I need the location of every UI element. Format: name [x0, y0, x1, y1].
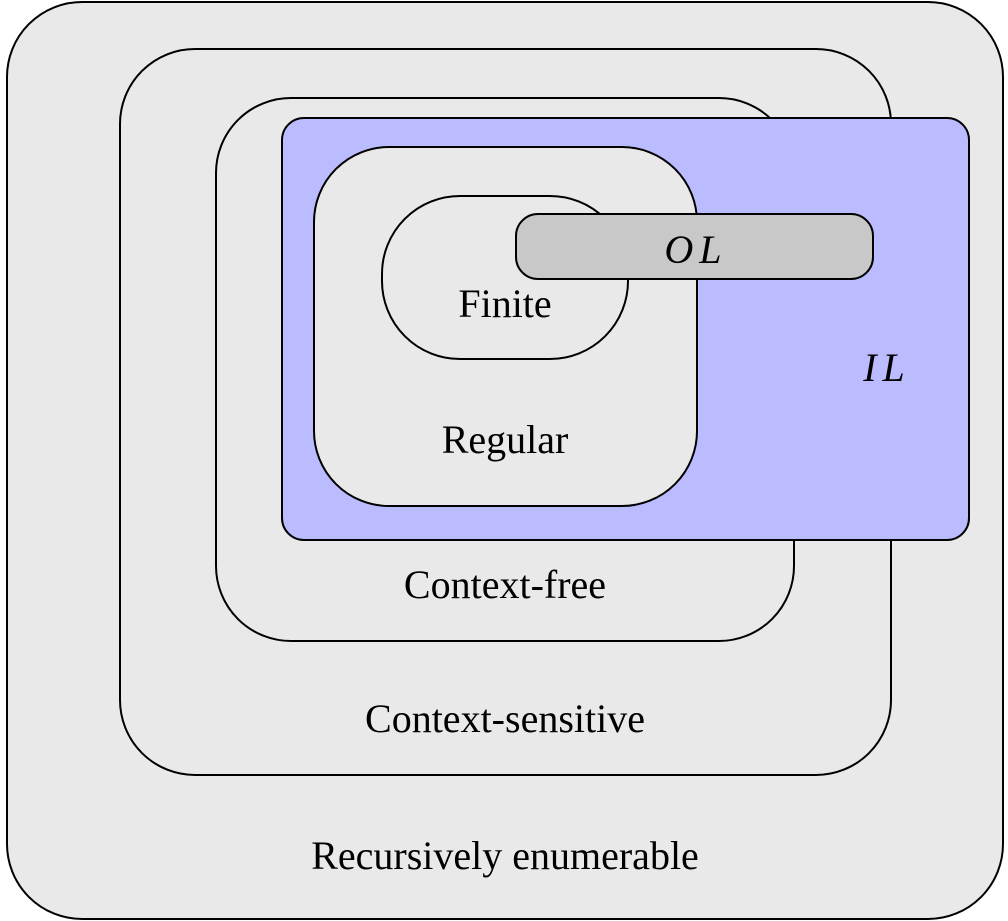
context-free-label: Context-free	[404, 562, 606, 607]
context-sensitive-label: Context-sensitive	[365, 696, 645, 741]
ol-label: OL	[664, 227, 727, 272]
ol-region	[515, 213, 874, 280]
regular-label: Regular	[442, 417, 569, 462]
finite-label: Finite	[458, 281, 551, 326]
recursively-enumerable-label: Recursively enumerable	[311, 833, 699, 878]
il-label: IL	[862, 345, 911, 390]
